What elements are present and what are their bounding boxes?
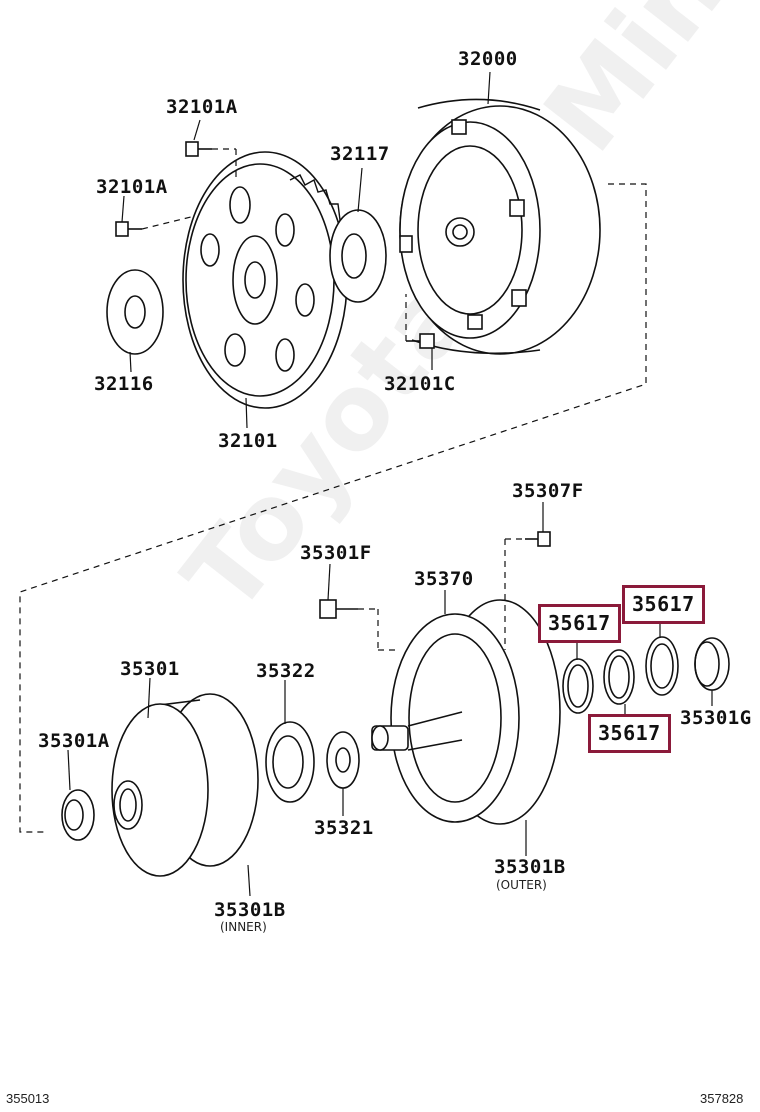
spacer-part — [329, 209, 387, 303]
dashed-guide-lines — [19, 148, 647, 833]
part-label-32101a-left[interactable]: 32101A — [96, 176, 168, 198]
part-label-35321[interactable]: 35321 — [314, 817, 374, 839]
part-label-32101c[interactable]: 32101C — [384, 373, 456, 395]
part-label-32116[interactable]: 32116 — [94, 373, 154, 395]
highlighted-part-label: 35617 — [632, 592, 695, 616]
part-label-32000[interactable]: 32000 — [458, 48, 518, 70]
part-label-35307f[interactable]: 35307F — [512, 480, 584, 502]
part-label-35301g[interactable]: 35301G — [680, 707, 752, 729]
bolt-parts — [115, 141, 551, 619]
drive-plate-part — [182, 151, 353, 409]
oil-pump-assembly-part — [371, 599, 561, 825]
part-label-35301[interactable]: 35301 — [120, 658, 180, 680]
footer-left-code: 355013 — [6, 1091, 50, 1106]
part-label-35370[interactable]: 35370 — [414, 568, 474, 590]
part-note-outer: (OUTER) — [496, 878, 547, 892]
part-label-32101[interactable]: 32101 — [218, 430, 278, 452]
highlighted-part-35617-bottom[interactable]: 35617 — [588, 714, 671, 753]
torque-converter-part — [399, 98, 601, 355]
highlighted-part-35617-middle[interactable]: 35617 — [538, 604, 621, 643]
leader-lines — [67, 71, 713, 897]
part-label-32101a-top[interactable]: 32101A — [166, 96, 238, 118]
oil-seal-part — [61, 789, 95, 841]
seal-ring-parts — [562, 636, 730, 714]
part-label-35301f[interactable]: 35301F — [300, 542, 372, 564]
part-note-inner: (INNER) — [220, 920, 267, 934]
plate-part — [106, 269, 164, 355]
highlighted-part-label: 35617 — [548, 611, 611, 635]
part-label-35301b-inner[interactable]: 35301B — [214, 899, 286, 921]
part-label-35301a[interactable]: 35301A — [38, 730, 110, 752]
pump-body-part — [111, 693, 259, 877]
gear-parts — [265, 721, 360, 803]
part-label-35322[interactable]: 35322 — [256, 660, 316, 682]
part-label-32117[interactable]: 32117 — [330, 143, 390, 165]
highlighted-part-35617-top[interactable]: 35617 — [622, 585, 705, 624]
highlighted-part-label: 35617 — [598, 721, 661, 745]
part-label-35301b-outer[interactable]: 35301B — [494, 856, 566, 878]
footer-right-code: 357828 — [700, 1091, 744, 1106]
